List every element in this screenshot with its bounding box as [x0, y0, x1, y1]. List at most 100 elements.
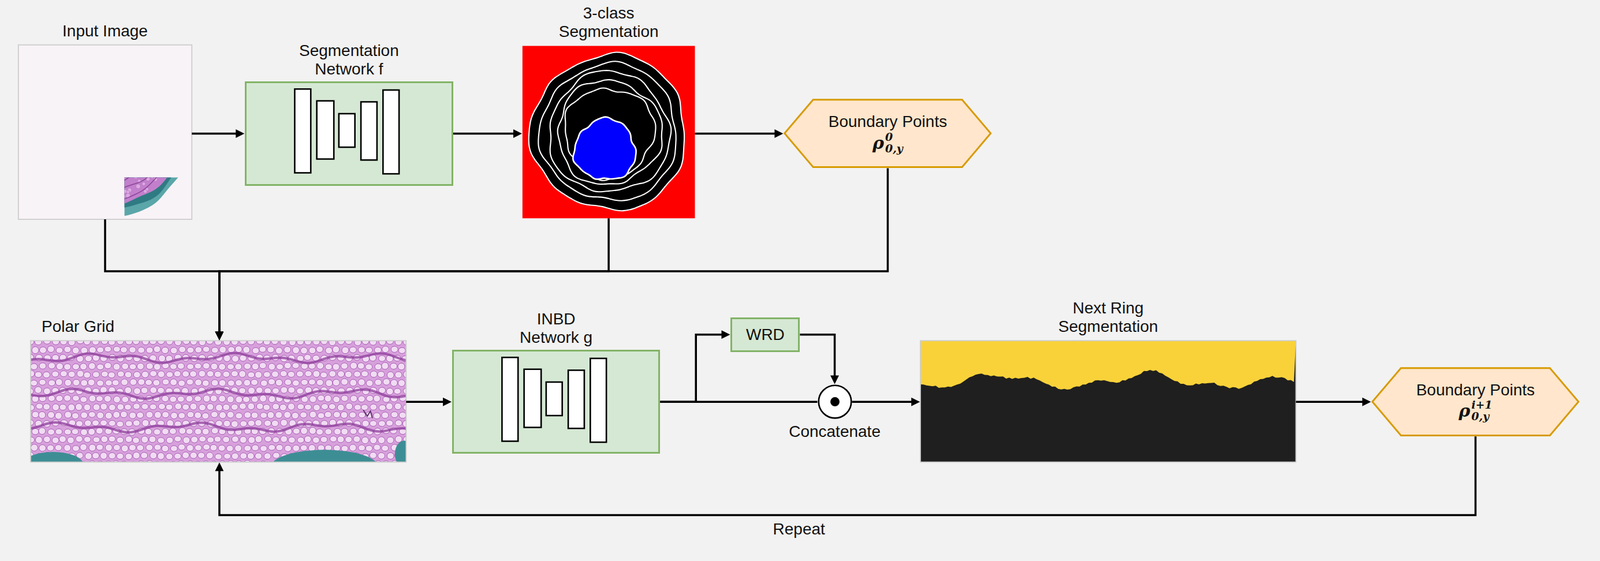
tissue-cell — [206, 340, 214, 345]
next-ring-segmentation: Next Ring Segmentation — [920, 340, 1296, 462]
tissue-cell — [194, 412, 202, 419]
formula-superscript: 0 — [885, 131, 904, 144]
tissue-cell — [72, 379, 80, 386]
image-frame — [920, 340, 1296, 462]
operator-dot — [830, 397, 840, 407]
connector-arrow — [219, 436, 1476, 516]
tissue-cell — [268, 396, 276, 404]
tissue-cell — [333, 411, 341, 419]
tissue-cell — [219, 411, 227, 419]
tissue-cell — [75, 435, 83, 443]
tissue-cell — [260, 379, 268, 387]
tissue-cell — [340, 363, 348, 370]
tissue-cell — [218, 379, 226, 387]
tissue-cell — [56, 347, 63, 354]
wood-cell — [126, 190, 130, 195]
tissue-cell — [132, 403, 140, 410]
tissue-cell — [251, 412, 259, 419]
tissue-cell — [84, 355, 92, 363]
tissue-cell — [141, 371, 149, 378]
tissue-cell — [95, 396, 103, 402]
tissue-cell — [187, 411, 195, 419]
tissue-cell — [320, 436, 328, 443]
tissue-cell — [108, 435, 116, 442]
tissue-cell — [178, 444, 186, 451]
tissue-cell — [235, 363, 242, 371]
tissue-cell — [68, 371, 76, 378]
tissue-cell — [341, 428, 349, 435]
tissue-cell — [230, 370, 238, 377]
ring-boundary — [30, 353, 406, 364]
tissue-cell — [316, 346, 324, 353]
tissue-mark — [363, 409, 373, 419]
image-frame — [30, 340, 406, 462]
tissue-cell — [263, 404, 271, 411]
tissue-cell — [35, 403, 43, 410]
tissue-cell — [296, 340, 304, 345]
tissue-cell — [174, 435, 182, 442]
image-frame — [18, 45, 192, 220]
tissue-cell — [68, 340, 76, 346]
tissue-cell — [288, 340, 296, 346]
tissue-cell — [309, 396, 317, 404]
tissue-cell — [247, 387, 255, 395]
bark-patch — [394, 440, 406, 462]
tissue-cell — [58, 435, 66, 443]
tissue-cell — [136, 412, 144, 419]
tissue-cell — [100, 452, 108, 460]
formula-subscript: 0,y — [885, 143, 904, 155]
tissue-cell — [128, 444, 136, 451]
tissue-cell — [271, 340, 279, 345]
tissue-cell — [55, 429, 63, 435]
tissue-cell — [230, 420, 238, 428]
tissue-cell — [345, 436, 353, 443]
node-caption: Concatenate — [788, 422, 881, 442]
tissue-cell — [72, 363, 80, 370]
tissue-cell — [153, 429, 161, 435]
tissue-cell — [72, 347, 80, 354]
tissue-cell — [183, 437, 190, 445]
tissue-cell — [161, 347, 169, 354]
tissue-cell — [202, 428, 210, 435]
tissue-cell — [247, 452, 255, 460]
tissue-cell — [215, 404, 223, 412]
tissue-cell — [284, 362, 292, 369]
tissue-cell — [30, 363, 38, 371]
tissue-cell — [373, 412, 381, 420]
tissue-cell — [256, 403, 264, 410]
tissue-cell — [203, 444, 211, 450]
tissue-cell — [107, 372, 115, 379]
tissue-cell — [92, 452, 100, 460]
tissue-cell — [312, 370, 320, 378]
connector-arrow — [659, 334, 728, 403]
tissue-cell — [48, 379, 56, 386]
tissue-cell — [198, 340, 206, 346]
tissue-cell — [138, 378, 145, 386]
script-stack: 00,y — [885, 131, 904, 155]
network-icon — [453, 351, 659, 453]
tissue-cell — [251, 363, 259, 371]
tissue-cell — [259, 394, 267, 402]
tissue-cell — [287, 371, 295, 378]
tissue-cell — [231, 436, 239, 443]
tissue-cell — [316, 362, 324, 370]
tissue-cell — [83, 404, 91, 411]
tissue-cell — [129, 412, 137, 419]
tissue-cell — [320, 372, 328, 379]
tissue-cell — [47, 411, 55, 419]
tissue-cell — [64, 394, 72, 402]
tissue-cell — [228, 347, 236, 353]
tissue-cell — [297, 437, 305, 443]
tissue-cell — [374, 379, 382, 386]
tissue-cell — [166, 340, 174, 345]
tissue-cell — [251, 379, 259, 386]
tissue-cell — [390, 346, 398, 353]
wrd-box: WRD — [730, 317, 800, 353]
tissue-cell — [308, 347, 316, 354]
tissue-cell — [255, 435, 263, 443]
tissue-cell — [243, 396, 251, 403]
tissue-cell — [373, 444, 381, 451]
tissue-cell — [333, 428, 341, 435]
tissue-cell — [218, 445, 226, 452]
polar-grid-image — [22, 337, 423, 483]
